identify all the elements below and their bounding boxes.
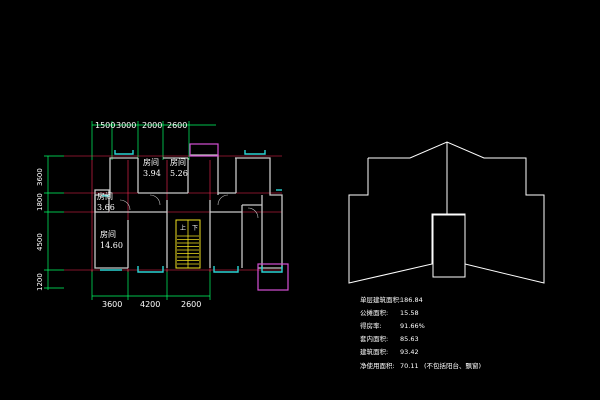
room-3-area: 3.66 (97, 203, 115, 212)
top-dim-1: 1500 (95, 121, 115, 130)
top-dim-4: 2600 (167, 121, 187, 130)
stairwell (175, 219, 201, 269)
left-dim-2: 1800 (36, 193, 44, 211)
stat-value-3: 91.66% (400, 322, 425, 330)
left-dim-3: 4500 (36, 233, 44, 251)
top-dim-2: 3000 (116, 121, 136, 130)
stat-label-1: 单层建筑面积: (360, 295, 401, 304)
stat-note-6: (不包括阳台、飘窗) (424, 361, 481, 370)
stat-value-5: 93.42 (400, 348, 419, 356)
stair-up-label: 上 (180, 224, 186, 232)
room-2-area: 5.26 (170, 169, 188, 178)
left-dim-1: 3600 (36, 168, 44, 186)
room-4-area: 14.60 (100, 241, 123, 250)
stat-label-3: 得房率: (360, 321, 382, 330)
bottom-dim-2: 4200 (140, 300, 160, 309)
stat-value-6: 70.11 (400, 362, 419, 370)
room-4-label: 房间 (100, 229, 116, 239)
building-outline (348, 141, 545, 284)
balconies (189, 143, 289, 291)
bottom-dim-3: 2600 (181, 300, 201, 309)
windows (100, 150, 283, 273)
bottom-dim-1: 3600 (102, 300, 122, 309)
room-1-area: 3.94 (143, 169, 161, 178)
stat-label-2: 公摊面积: (360, 308, 388, 317)
stat-label-6: 净使用面积: (360, 361, 395, 370)
stat-label-5: 建筑面积: (360, 347, 388, 356)
building-outline-stair-core (432, 214, 466, 278)
room-3-label: 房间 (97, 191, 113, 201)
left-dim-4: 1200 (36, 273, 44, 291)
top-dim-3: 2000 (142, 121, 162, 130)
stat-value-4: 85.63 (400, 335, 419, 343)
room-1-label: 房间 (143, 157, 159, 167)
stat-value-2: 15.58 (400, 309, 419, 317)
area-statistics: 单层建筑面积: 186.84 公摊面积: 15.58 得房率: 91.66% 套… (360, 295, 481, 370)
stat-value-1: 186.84 (400, 296, 423, 304)
room-2-label: 房间 (170, 157, 186, 167)
door-swings (119, 194, 259, 219)
stat-label-4: 套内面积: (360, 334, 388, 343)
floor-plan-walls (94, 154, 283, 269)
dimension-lines (44, 121, 216, 300)
stair-down-label: 下 (192, 225, 198, 232)
